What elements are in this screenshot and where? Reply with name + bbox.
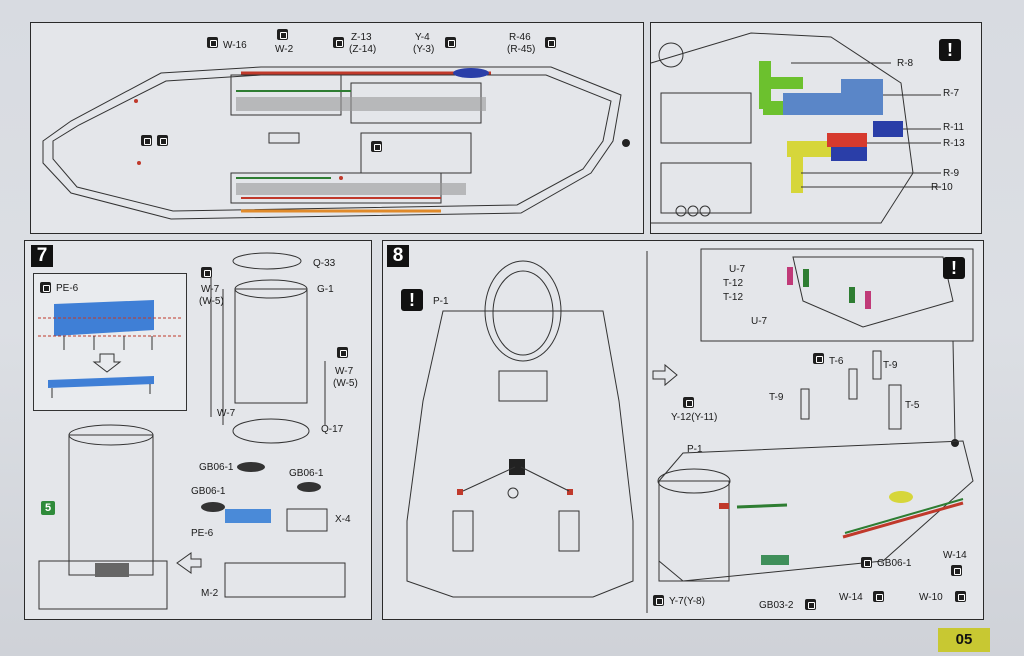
part-icon	[337, 347, 348, 358]
label-gb3: GB06-1	[191, 486, 226, 497]
label-t5: T-5	[905, 400, 920, 411]
label-t12a: T-12	[723, 278, 744, 289]
label-t9b: T-9	[769, 392, 784, 403]
label-p1a: P-1	[433, 296, 449, 307]
warning-icon: !	[939, 39, 961, 61]
label-u7b: U-7	[751, 316, 768, 327]
label-w7c: W-7	[217, 408, 236, 419]
label-r13: R-13	[943, 138, 965, 149]
part-icon	[805, 599, 816, 610]
label-r7: R-7	[943, 88, 960, 99]
label-q17: Q-17	[321, 424, 344, 435]
step-number: 8	[387, 245, 409, 267]
label-p1b: P-1	[687, 444, 703, 455]
label-r45: (R-45)	[507, 44, 536, 55]
deck-overview-panel: W-16 W-2 Z-13 (Z-14) Y-4 (Y-3) R-46 (R-4…	[30, 22, 644, 234]
label-m2: M-2	[201, 588, 219, 599]
part-icon	[861, 557, 872, 568]
label-q33: Q-33	[313, 258, 336, 269]
label-w2: W-2	[275, 44, 294, 55]
label-gb1: GB06-1	[199, 462, 234, 473]
label-y7: Y-7(Y-8)	[669, 596, 705, 607]
label-w7b: W-7	[335, 366, 354, 377]
part-icon	[277, 29, 288, 40]
label-y3: (Y-3)	[413, 44, 435, 55]
part-icon	[955, 591, 966, 602]
label-r46: R-46	[509, 32, 531, 43]
substep-number: 5	[41, 501, 55, 515]
label-t6: T-6	[829, 356, 844, 367]
warning-icon: !	[943, 257, 965, 279]
label-x4: X-4	[335, 514, 351, 525]
part-icon	[545, 37, 556, 48]
step7-panel: 7 PE-6	[24, 240, 372, 620]
part-icon	[141, 135, 152, 146]
label-r8: R-8	[897, 58, 914, 69]
step7-drawing	[38, 252, 346, 610]
label-z14: (Z-14)	[349, 44, 377, 55]
pe6-inset: PE-6	[33, 273, 187, 411]
label-r10: R-10	[931, 182, 953, 193]
label-gb03: GB03-2	[759, 600, 794, 611]
label-gb061: GB06-1	[877, 558, 912, 569]
pe6-drawing	[38, 300, 182, 398]
part-icon	[333, 37, 344, 48]
label-pe6: PE-6	[191, 528, 214, 539]
step8-panel: 8 ! P-1	[382, 240, 984, 620]
label-w16: W-16	[223, 40, 247, 51]
label-w14a: W-14	[943, 550, 967, 561]
label-t9a: T-9	[883, 360, 898, 371]
part-icon	[813, 353, 824, 364]
part-icon	[207, 37, 218, 48]
step8-drawing	[406, 248, 974, 613]
label-z13: Z-13	[351, 32, 372, 43]
label-r11: R-11	[943, 122, 964, 133]
label-w5a: (W-5)	[199, 296, 224, 307]
detail-drawing	[650, 32, 941, 224]
label-w10: W-10	[919, 592, 943, 603]
part-icon	[445, 37, 456, 48]
part-icon	[951, 565, 962, 576]
label-u7a: U-7	[729, 264, 746, 275]
part-icon	[157, 135, 168, 146]
part-icon	[371, 141, 382, 152]
photo-etch-icon	[40, 282, 51, 293]
part-icon	[873, 591, 884, 602]
step-number: 7	[31, 245, 53, 267]
page-number: 05	[938, 628, 990, 652]
part-icon	[653, 595, 664, 606]
label-y12: Y-12(Y-11)	[671, 412, 718, 423]
label-gb2: GB06-1	[289, 468, 324, 479]
label-t12b: T-12	[723, 292, 744, 303]
deck-drawing	[42, 66, 630, 220]
label-y4: Y-4	[415, 32, 430, 43]
label-w14b: W-14	[839, 592, 863, 603]
part-icon	[201, 267, 212, 278]
label-w7a: W-7	[201, 284, 220, 295]
label-g1: G-1	[317, 284, 334, 295]
label-r9: R-9	[943, 168, 960, 179]
label-w5b: (W-5)	[333, 378, 358, 389]
part-icon	[683, 397, 694, 408]
inset-label: PE-6	[56, 283, 79, 294]
warning-icon: !	[401, 289, 423, 311]
parts-detail-panel: ! R-8 R-7 R-11 R-13 R-9 R-10	[650, 22, 982, 234]
